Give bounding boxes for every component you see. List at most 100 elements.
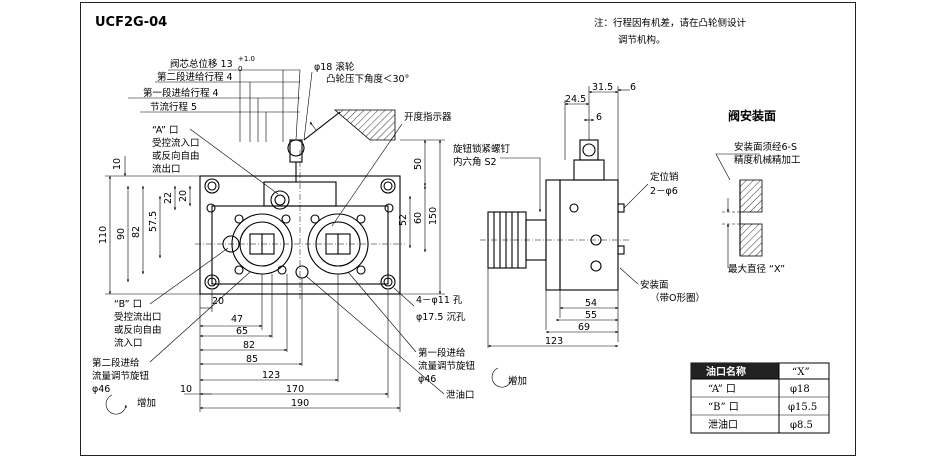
cam-block bbox=[333, 109, 396, 141]
dim-190-text: 190 bbox=[291, 398, 309, 409]
side-bolt-3 bbox=[590, 260, 602, 272]
knob-lock-screw-label: 旋钮锁紧螺钉 bbox=[453, 143, 511, 155]
port-a-circle bbox=[270, 190, 290, 210]
left-dimensions bbox=[105, 156, 200, 295]
holes-label: 4－φ11 孔 bbox=[416, 295, 463, 306]
hatch-lower bbox=[739, 223, 763, 257]
stage1-knob-label-2: 流量调节旋钮 bbox=[418, 360, 476, 372]
locating-pin-spec: 2－φ6 bbox=[650, 186, 678, 197]
locating-pin-leader bbox=[623, 183, 649, 209]
dim-60-text: 60 bbox=[413, 212, 424, 224]
drawing-title: UCF2G-04 bbox=[95, 15, 167, 30]
dim-57-5-text: 57.5 bbox=[148, 211, 159, 232]
dim-69-text: 69 bbox=[578, 322, 590, 333]
spool-total-label: 阀芯总位移 13 bbox=[170, 58, 233, 70]
counterbore-label: φ17.5 沉孔 bbox=[416, 312, 466, 323]
dim-170-text: 170 bbox=[286, 384, 304, 395]
knob-lock-leader bbox=[500, 157, 542, 213]
spool-tol-lower: 0 bbox=[238, 65, 242, 73]
table-cell-a-dia: φ18 bbox=[790, 384, 810, 395]
dim-10-bottom-text: 10 bbox=[180, 384, 192, 395]
dim-90-text: 90 bbox=[116, 228, 127, 240]
stage1-knob-label-1: 第一段进给 bbox=[418, 347, 466, 359]
locating-pin-label: 定位销 bbox=[650, 171, 679, 183]
hex-socket-label: 内六角 S2 bbox=[453, 156, 497, 168]
table-header-bg-1 bbox=[691, 363, 779, 379]
aux-hole-7 bbox=[277, 265, 287, 275]
side-dimensions bbox=[487, 86, 630, 348]
mounting-surface-label: 安装面 bbox=[640, 279, 669, 291]
cam-edge bbox=[303, 111, 341, 141]
aux-hole-3 bbox=[310, 214, 320, 224]
opening-indicator-label: 开度指示器 bbox=[404, 111, 452, 123]
dim-31-5-text: 31.5 bbox=[592, 82, 613, 93]
mount-hole-tr bbox=[380, 178, 396, 194]
hatch-upper bbox=[739, 179, 763, 213]
dim-6-top-text: 6 bbox=[630, 82, 636, 93]
port-a-desc-2: 或反向自由 bbox=[152, 150, 200, 162]
side-view bbox=[480, 139, 630, 291]
dim-10-left-text: 10 bbox=[112, 158, 123, 170]
stage2-knob-label-2: 流量调节旋钮 bbox=[92, 370, 150, 382]
increase-arrow-right bbox=[491, 367, 513, 388]
dim-123-text: 123 bbox=[262, 370, 280, 381]
port-a-desc-3: 流出口 bbox=[152, 163, 181, 175]
roller-label-leader bbox=[303, 71, 313, 141]
aux-hole-2 bbox=[281, 214, 291, 224]
table-cell-b-dia: φ15.5 bbox=[788, 402, 817, 413]
holes-leader bbox=[393, 287, 415, 307]
mount-hole-tl bbox=[204, 178, 220, 194]
right-dimensions bbox=[400, 139, 445, 295]
port-b-desc-1: 受控流出口 bbox=[114, 311, 162, 323]
port-a-leader bbox=[189, 128, 279, 195]
dim-85-text: 85 bbox=[246, 354, 258, 365]
side-body bbox=[559, 179, 619, 291]
dim-82-text: 82 bbox=[131, 226, 142, 238]
roller-label: φ18 滚轮 bbox=[314, 61, 355, 73]
side-flange bbox=[545, 179, 561, 291]
dim-24-5-text: 24.5 bbox=[565, 94, 586, 105]
stroke-dimensions bbox=[128, 69, 301, 142]
side-roller bbox=[582, 143, 596, 157]
dim-54-text: 54 bbox=[585, 298, 597, 309]
aux-hole-1 bbox=[234, 214, 244, 224]
dim-52-text: 52 bbox=[398, 214, 409, 226]
port-b-leader bbox=[149, 247, 229, 305]
port-a-desc-1: 受控流入口 bbox=[152, 137, 200, 149]
mount-note-1: 安装面须经6-S bbox=[734, 141, 797, 153]
increase-arrow-left bbox=[105, 394, 127, 415]
port-table bbox=[690, 362, 830, 434]
stage2-feed-label: 第二段进给行程 4 bbox=[157, 71, 233, 83]
mount-hole-tl-inner bbox=[207, 181, 217, 191]
mount-hole-tr-inner bbox=[383, 181, 393, 191]
table-cell-a-name: “A” 口 bbox=[708, 384, 736, 395]
mount-hole-bl bbox=[204, 274, 220, 290]
max-dia-label: 最大直径 “X” bbox=[728, 263, 785, 275]
increase-right-label: 增加 bbox=[508, 375, 527, 387]
aux-hole-5 bbox=[234, 265, 244, 275]
mounting-surface-leader bbox=[619, 267, 639, 285]
port-a-label: “A” 口 bbox=[152, 125, 178, 136]
side-bolt-1 bbox=[569, 203, 579, 213]
dim-20-bottom-text: 20 bbox=[212, 296, 224, 307]
mounting-face-detail bbox=[722, 179, 763, 268]
table-header-port: 油口名称 bbox=[706, 365, 746, 378]
spool-tol-upper: +1.0 bbox=[238, 55, 255, 63]
dim-6-mid-text: 6 bbox=[596, 112, 602, 123]
dim-20-top-text: 20 bbox=[178, 190, 189, 202]
locating-pin-lower bbox=[617, 245, 625, 255]
front-view bbox=[195, 109, 405, 300]
increase-left-label: 增加 bbox=[137, 397, 156, 409]
locating-pin-upper bbox=[617, 203, 625, 213]
throttle-stroke-label: 节流行程 5 bbox=[150, 101, 197, 113]
stage1-feed-label: 第一段进给行程 4 bbox=[143, 87, 219, 99]
port-b-desc-3: 流入口 bbox=[114, 337, 143, 349]
bottom-dimensions bbox=[184, 274, 401, 412]
dim-110-text: 110 bbox=[98, 226, 109, 244]
dim-22-text: 22 bbox=[163, 192, 174, 204]
side-top-block bbox=[573, 159, 605, 181]
dim-123-side-text: 123 bbox=[545, 336, 563, 347]
note-line-2: 调节机构。 bbox=[618, 34, 666, 46]
table-header-x: “X” bbox=[792, 367, 810, 378]
